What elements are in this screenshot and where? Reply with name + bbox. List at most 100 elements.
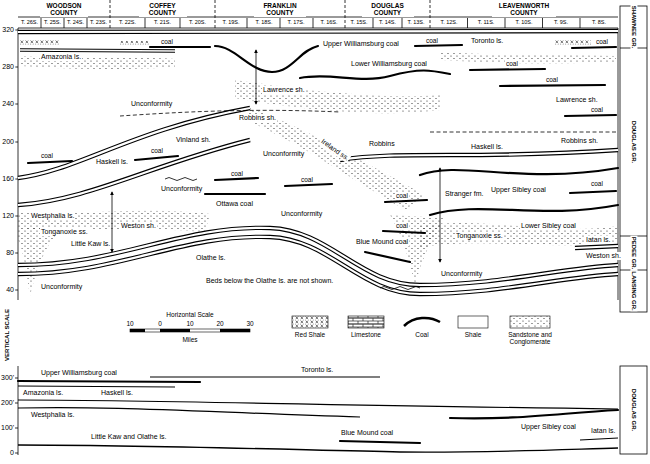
unconformity-label: Unconformity	[130, 100, 173, 108]
group-name: LANSING GR.	[631, 270, 638, 311]
axis-value: 300'	[0, 374, 15, 382]
group-name: SHAWNEE GR.	[631, 5, 638, 50]
coal-label: coal	[300, 176, 314, 183]
coal-label: Lower Sibley coal	[520, 222, 577, 230]
township-label: T. 9S.	[553, 19, 569, 25]
frame-part	[620, 6, 647, 312]
township-label: T. 18S.	[254, 19, 273, 25]
legend-swatches-part	[404, 318, 440, 326]
formation-label: Ireland ss.	[319, 137, 352, 163]
legend-swatches-part	[292, 316, 328, 328]
township-label: T. 16S.	[319, 19, 338, 25]
simplified-section-part	[150, 376, 380, 377]
coal-label: coal	[395, 192, 409, 199]
simplified-section-part	[580, 438, 618, 440]
limestone-beds-part	[340, 150, 618, 160]
coal-label: coal	[590, 106, 604, 113]
axis-value: 0	[9, 449, 15, 457]
coal-label: coal	[40, 152, 54, 159]
coal-label: Ottawa coal	[215, 200, 254, 208]
thickness-arrows	[112, 50, 440, 262]
coal-beds-part	[300, 71, 450, 79]
legend-label: Shale	[464, 331, 483, 338]
simplified-section-part	[18, 381, 200, 382]
township-label: T. 10S.	[514, 19, 533, 25]
unconformity-label: Unconformity	[160, 185, 203, 193]
formation-label: Toronto ls.	[300, 366, 334, 374]
shale-contacts-part	[120, 110, 340, 116]
county-name: WOODSON COUNTY	[40, 2, 88, 17]
township-label: T. 11S.	[477, 19, 496, 25]
shale-contacts	[120, 110, 618, 289]
county-name: COFFEY COUNTY	[139, 2, 187, 17]
scale-value: 30	[245, 320, 254, 327]
group-name: DOUGLAS GR.	[631, 388, 638, 432]
scale-value: 10	[125, 320, 134, 327]
coal-label: Lower Williamsburg coal	[350, 60, 428, 68]
axis-value: 100'	[0, 424, 15, 432]
coal-beds-part	[420, 168, 618, 175]
coal-beds-part	[430, 205, 618, 215]
coal-beds-part	[28, 45, 616, 233]
coal-label: coal	[160, 38, 174, 45]
shale-contacts-part	[165, 178, 197, 181]
coal-label: Upper Williamsburg coal	[322, 40, 400, 48]
limestone-beds-part-part	[18, 237, 618, 294]
limestone-beds-part	[340, 150, 618, 160]
unconformity-label: Unconformity	[440, 270, 483, 278]
township-label: T. 15S.	[349, 19, 368, 25]
unconformity-label: Unconformity	[280, 210, 323, 218]
formation-label: Olathe ls.	[195, 254, 227, 262]
axis-value: 40	[5, 286, 15, 294]
formation-label: Weston sh.	[120, 222, 157, 230]
note: Beds below the Olathe ls. are not shown.	[205, 277, 334, 285]
coal-label: coal	[590, 180, 604, 187]
township-label: T. 20S.	[188, 19, 207, 25]
limestone-beds	[18, 31, 618, 294]
axis-value: 160	[1, 175, 15, 183]
simplified-section	[14, 366, 647, 455]
sandstone-bodies-part	[235, 80, 440, 113]
axis-value: 320	[1, 26, 15, 34]
frame-part	[18, 28, 618, 300]
coal-beds	[28, 45, 618, 262]
formation-label: Tonganoxie ss.	[40, 228, 89, 236]
formation-label: Haskell ls.	[95, 158, 129, 166]
legend-label: Coal	[414, 331, 429, 338]
red-shale-beds-part	[20, 40, 60, 45]
axis-title: VERTICAL SCALE	[4, 308, 11, 362]
coal-label: Blue Mound coal	[340, 429, 394, 437]
limestone-beds-part	[18, 31, 618, 32]
thickness-arrows-part	[256, 50, 257, 104]
legend-label: Sandstone and Conglomerate	[498, 331, 562, 346]
legend-swatches	[292, 316, 550, 328]
formation-label: Iatan ls.	[590, 427, 617, 435]
coal-beds-part	[205, 193, 265, 195]
formation-label: Haskell ls.	[470, 143, 504, 151]
coal-label: Upper Sibley coal	[520, 423, 577, 431]
formation-label: Lawrence sh.	[555, 96, 599, 104]
formation-label: Stranger fm.	[444, 190, 485, 198]
limestone-beds-part	[18, 140, 250, 205]
scale-value: 20	[215, 320, 224, 327]
coal-label: coal	[395, 222, 409, 229]
formation-label: Little Kaw and Olathe ls.	[90, 433, 168, 441]
frame-part	[41, 18, 580, 28]
frame-part	[110, 0, 430, 28]
limestone-beds-part	[18, 237, 618, 294]
simplified-section-part	[18, 386, 175, 387]
sandstone-bodies-part	[420, 223, 618, 248]
thickness-arrows-part	[112, 192, 113, 252]
coal-label: coal	[505, 60, 519, 67]
shale-contacts-part	[430, 132, 618, 133]
horizontal-scale-bar-part	[160, 329, 190, 332]
coal-label: coal	[230, 170, 244, 177]
formation-label: Amazonia ls.	[22, 389, 64, 397]
limestone-beds-part	[18, 140, 250, 205]
legend-label: Red Shale	[294, 331, 326, 338]
scale-unit: Miles	[181, 336, 198, 343]
horizontal-scale-bar-part	[130, 329, 250, 332]
red-shale-beds-part	[120, 41, 150, 45]
legend-swatches-part	[458, 316, 488, 328]
simplified-section-part	[340, 441, 420, 443]
